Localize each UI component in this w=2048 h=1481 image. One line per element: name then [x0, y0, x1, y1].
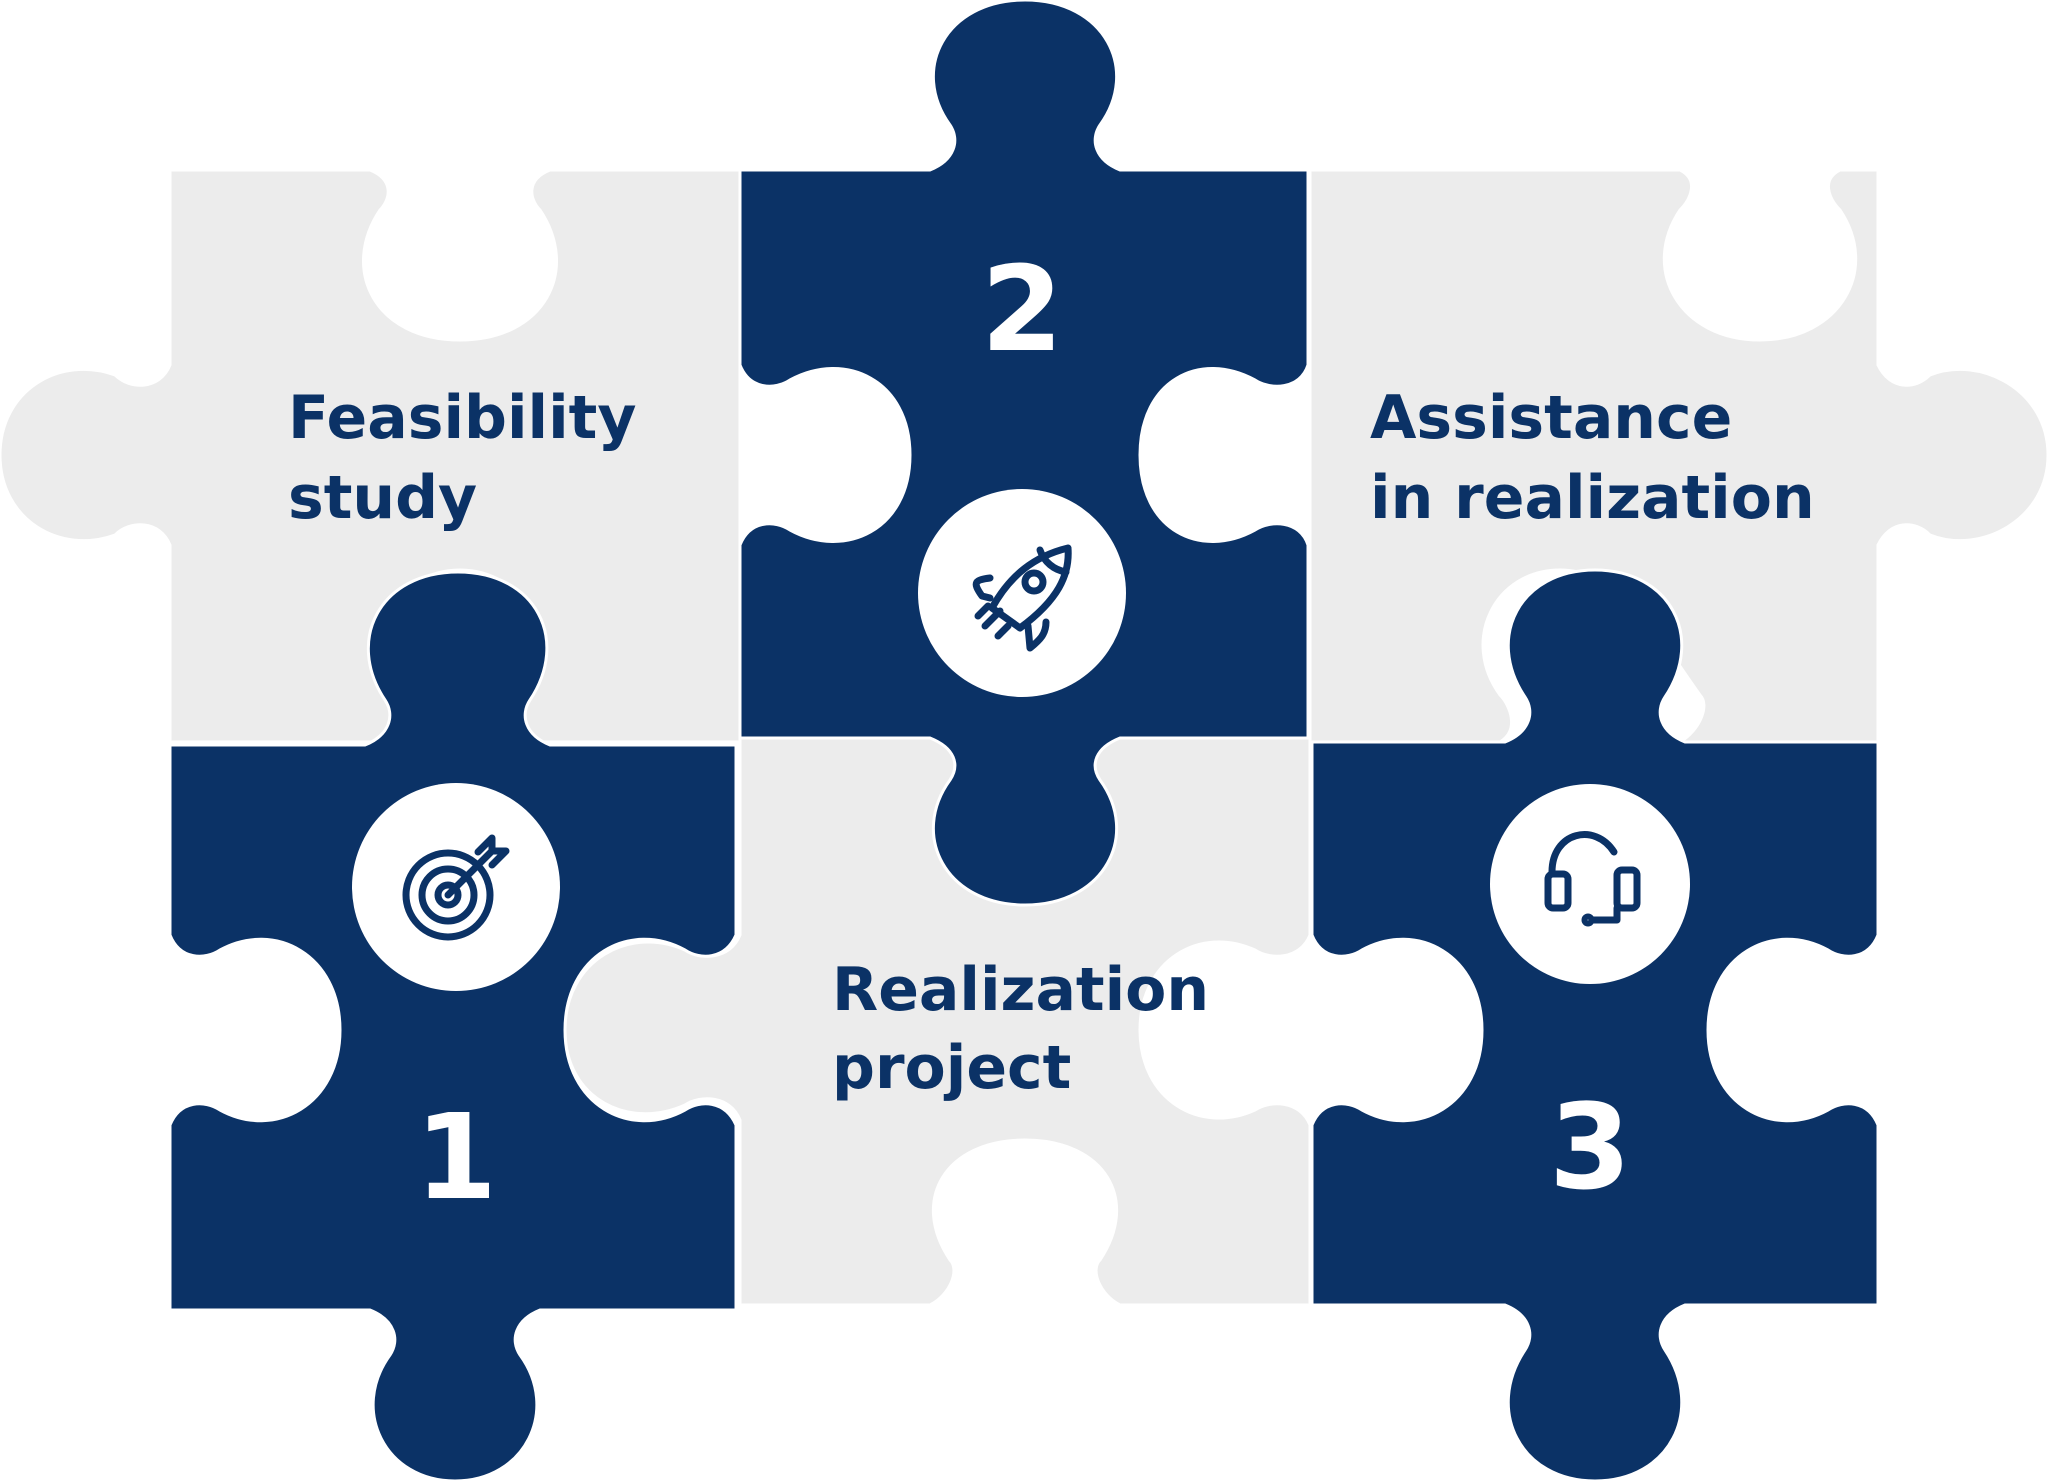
headset-icon — [1544, 831, 1641, 927]
target-arrow-icon — [402, 834, 510, 941]
step-number-2: 2 — [981, 240, 1063, 378]
step-label-2-line-2: project — [832, 1033, 1071, 1103]
step-label-3-line-1: Assistance — [1370, 383, 1732, 453]
step-label-1-line-2: study — [288, 463, 477, 533]
icon-badge-2 — [918, 489, 1126, 697]
step-number-3: 3 — [1549, 1078, 1631, 1216]
icon-badge-3 — [1490, 784, 1690, 984]
step-label-3-line-2: in realization — [1370, 463, 1815, 533]
step-label-3: Assistance in realization — [1370, 383, 1815, 533]
puzzle-piece-2 — [738, 0, 1310, 907]
rocket-icon — [972, 544, 1072, 652]
step-label-2: Realization project — [832, 955, 1230, 1103]
puzzle-piece-1 — [168, 570, 738, 1481]
step-label-2-line-1: Realization — [832, 955, 1209, 1025]
puzzle-piece-3 — [1310, 568, 1880, 1481]
step-label-1-line-1: Feasibility — [288, 383, 636, 453]
icon-badge-1 — [352, 783, 560, 991]
puzzle-piece-feasibility — [0, 168, 742, 744]
step-number-1: 1 — [415, 1088, 497, 1226]
step-label-1: Feasibility study — [288, 383, 657, 533]
